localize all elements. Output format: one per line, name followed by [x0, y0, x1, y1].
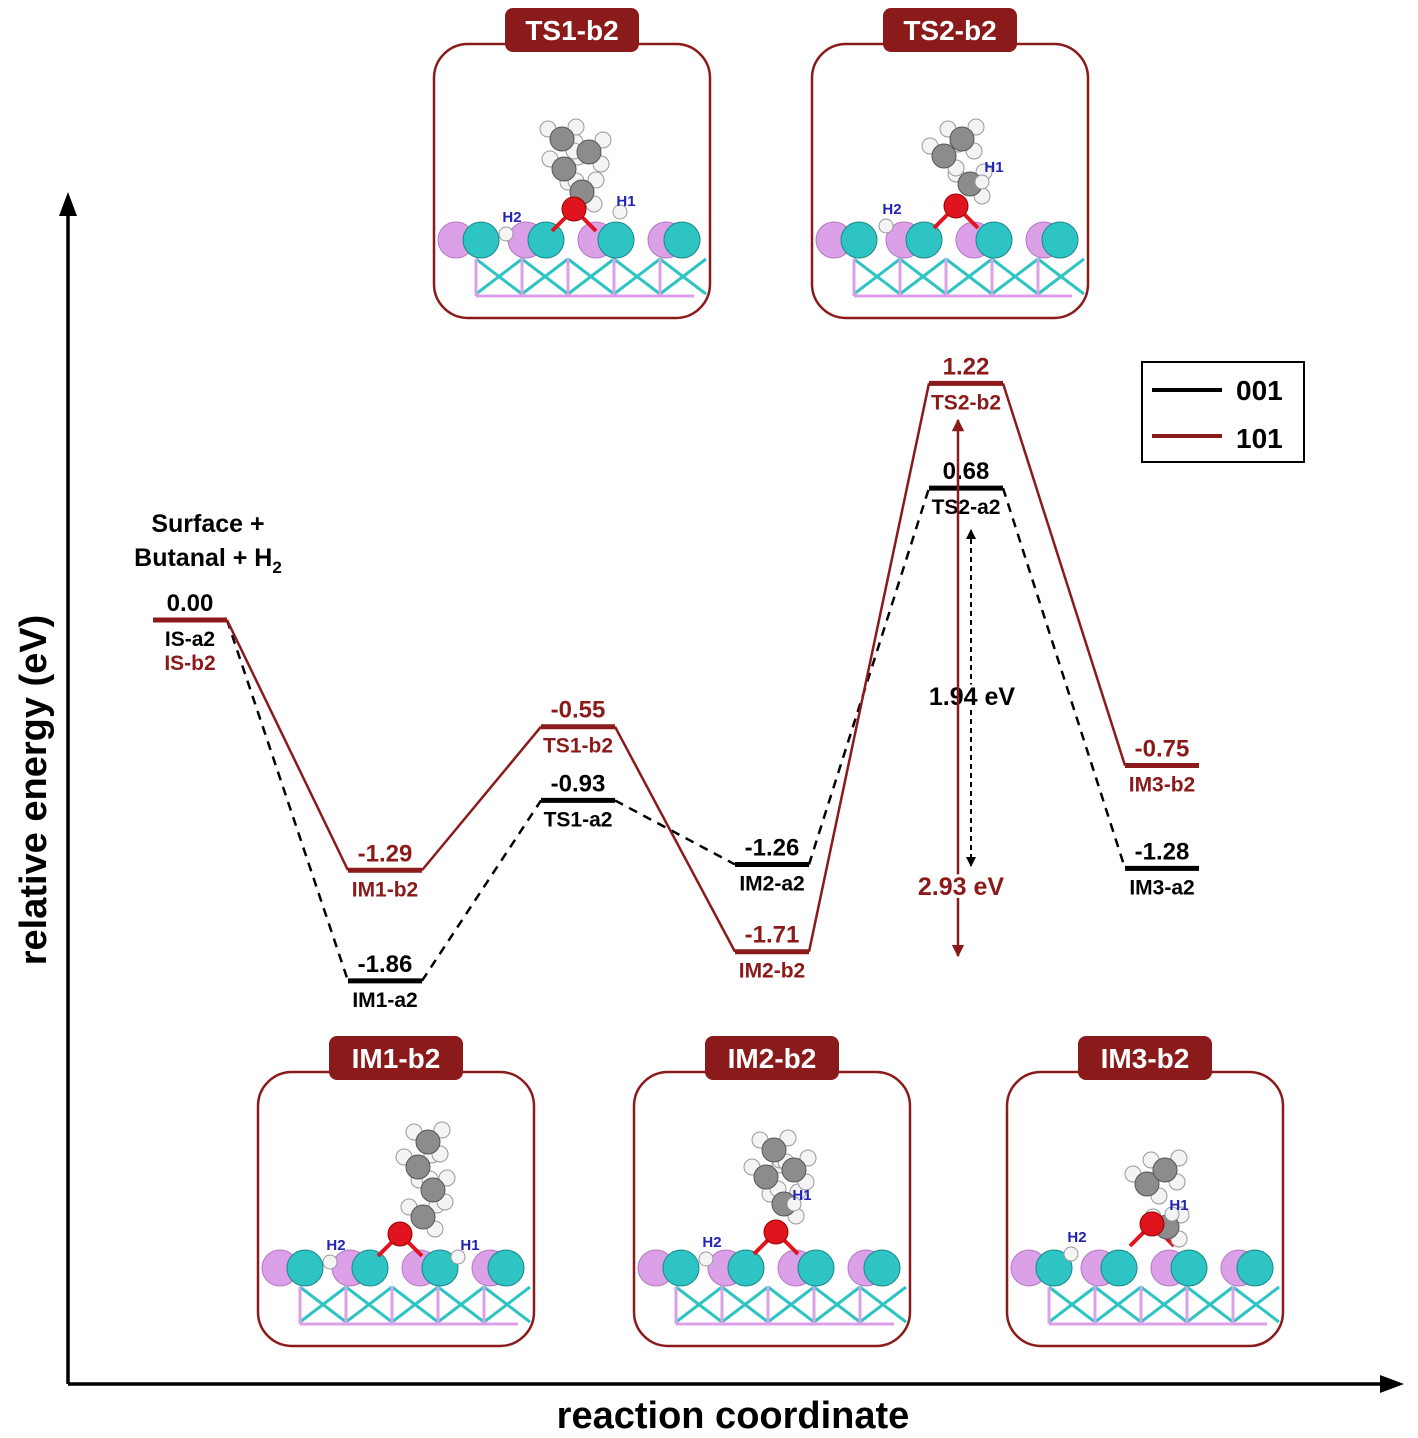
connector-101-2	[613, 726, 737, 953]
state-label-IM1-b2: IM1-b2	[352, 878, 419, 901]
state-label-IM3-a2: IM3-a2	[1129, 876, 1194, 899]
adsorbate-molecule	[1063, 1149, 1190, 1262]
value-label-IM1-a2: -1.86	[358, 951, 413, 978]
state-label-IM2-b2: IM2-b2	[739, 960, 806, 983]
surface-lattice	[474, 257, 707, 298]
barrier-annotations: 1.94 eV 2.93 eV	[915, 418, 1018, 958]
adsorbate-molecule	[498, 118, 628, 242]
h1-atom-label: H1	[616, 193, 635, 210]
surface-atoms	[815, 221, 1079, 259]
x-axis-arrowhead	[1380, 1375, 1404, 1393]
state-label-TS1-a2: TS1-a2	[544, 808, 613, 831]
start-label-line1: Surface +	[151, 510, 264, 538]
value-label-IM3-b2: -0.75	[1135, 736, 1190, 763]
h2-atom-label: H2	[702, 1234, 721, 1251]
adsorbate-molecule	[878, 118, 993, 234]
structure-panel-TS2-b2: H2 H1 TS2-b2	[810, 8, 1090, 320]
state-label-TS2-b2: TS2-b2	[931, 391, 1001, 414]
y-axis-arrowhead	[59, 192, 77, 216]
value-label-TS2-b2: 1.22	[943, 353, 990, 380]
value-label-IM2-b2: -1.71	[745, 922, 800, 949]
legend: 001 101	[1141, 361, 1305, 463]
surface-atoms	[261, 1249, 525, 1287]
barrier-label-001: 1.94 eV	[929, 683, 1016, 711]
state-label-TS2-a2: TS2-a2	[932, 496, 1001, 519]
start-label-text: Butanal + H	[134, 544, 272, 572]
h2-atom-label: H2	[882, 201, 901, 218]
state-label-IS-b2: IS-b2	[164, 652, 215, 675]
panel-title-tag	[883, 8, 1017, 52]
h2-atom-label: H2	[1067, 1229, 1086, 1246]
structure-panel-IM1-b2: H2 H1 IM1-b2	[256, 1036, 536, 1348]
legend-box	[1141, 361, 1305, 463]
structure-panel-IM3-b2: H2 H1 IM3-b2	[1005, 1036, 1285, 1348]
start-label-line2: Butanal + H2	[134, 544, 282, 577]
connector-001-2	[614, 799, 736, 866]
h1-atom-label: H1	[460, 1237, 479, 1254]
connector-101-4	[1001, 382, 1127, 766]
h2-atom-label: H2	[326, 1237, 345, 1254]
adsorbate-molecule	[698, 1129, 817, 1267]
adsorbate-molecule	[322, 1121, 466, 1270]
panel-title-tag	[505, 8, 639, 52]
state-label-IS-a2: IS-a2	[165, 628, 215, 651]
connector-001-0	[225, 619, 350, 982]
value-label-IM2-a2: -1.26	[745, 834, 800, 861]
surface-atoms	[637, 1249, 901, 1287]
legend-label-001: 001	[1236, 375, 1283, 406]
surface-lattice	[852, 257, 1085, 298]
h1-atom-label: H1	[984, 159, 1003, 176]
axes: reaction coordinate relative energy (eV)	[13, 192, 1404, 1437]
state-label-TS1-b2: TS1-b2	[543, 735, 613, 758]
panel-title-tag	[705, 1036, 839, 1080]
structure-panel-IM2-b2: H2 H1 IM2-b2	[632, 1036, 912, 1348]
panel-title: TS1-b2	[525, 15, 618, 46]
state-label-IM1-a2: IM1-a2	[352, 989, 417, 1012]
value-label-TS1-a2: -0.93	[551, 770, 606, 797]
panel-title: TS2-b2	[903, 15, 996, 46]
start-label-subscript: 2	[272, 558, 281, 577]
state-label-IM3-b2: IM3-b2	[1129, 774, 1196, 797]
value-label-IS-a2: 0.00	[167, 590, 214, 617]
h1-atom-label: H1	[1169, 1197, 1188, 1214]
value-label-TS1-b2: -0.55	[551, 697, 606, 724]
surface-lattice	[298, 1285, 531, 1326]
surface-lattice	[674, 1285, 907, 1326]
value-label-TS2-a2: 0.68	[943, 458, 990, 485]
connector-lines	[225, 382, 1127, 982]
panel-title: IM3-b2	[1101, 1043, 1190, 1074]
connector-001-1	[420, 799, 543, 982]
state-label-IM2-a2: IM2-a2	[739, 872, 804, 895]
connector-101-0	[225, 619, 350, 871]
panel-title-tag	[1078, 1036, 1212, 1080]
h1-atom-label: H1	[792, 1187, 811, 1204]
value-label-IM3-a2: -1.28	[1135, 838, 1190, 865]
x-axis-label: reaction coordinate	[557, 1395, 910, 1437]
legend-label-101: 101	[1236, 423, 1283, 454]
surface-atoms	[1010, 1249, 1274, 1287]
surface-lattice	[1047, 1285, 1280, 1326]
structure-panel-TS1-b2: H2 H1 TS1-b2	[432, 8, 712, 320]
panel-title: IM2-b2	[728, 1043, 817, 1074]
panel-title: IM1-b2	[352, 1043, 441, 1074]
surface-atoms	[437, 221, 701, 259]
connector-001-4	[1001, 487, 1127, 869]
start-label: Surface + Butanal + H2	[134, 510, 282, 577]
value-label-IM1-b2: -1.29	[358, 840, 413, 867]
barrier-label-101: 2.93 eV	[918, 873, 1005, 901]
connector-101-3	[807, 383, 931, 952]
h2-atom-label: H2	[502, 209, 521, 226]
y-axis-label: relative energy (eV)	[13, 615, 55, 966]
connector-101-1	[421, 725, 542, 872]
connector-001-3	[807, 487, 931, 865]
panel-title-tag	[329, 1036, 463, 1080]
